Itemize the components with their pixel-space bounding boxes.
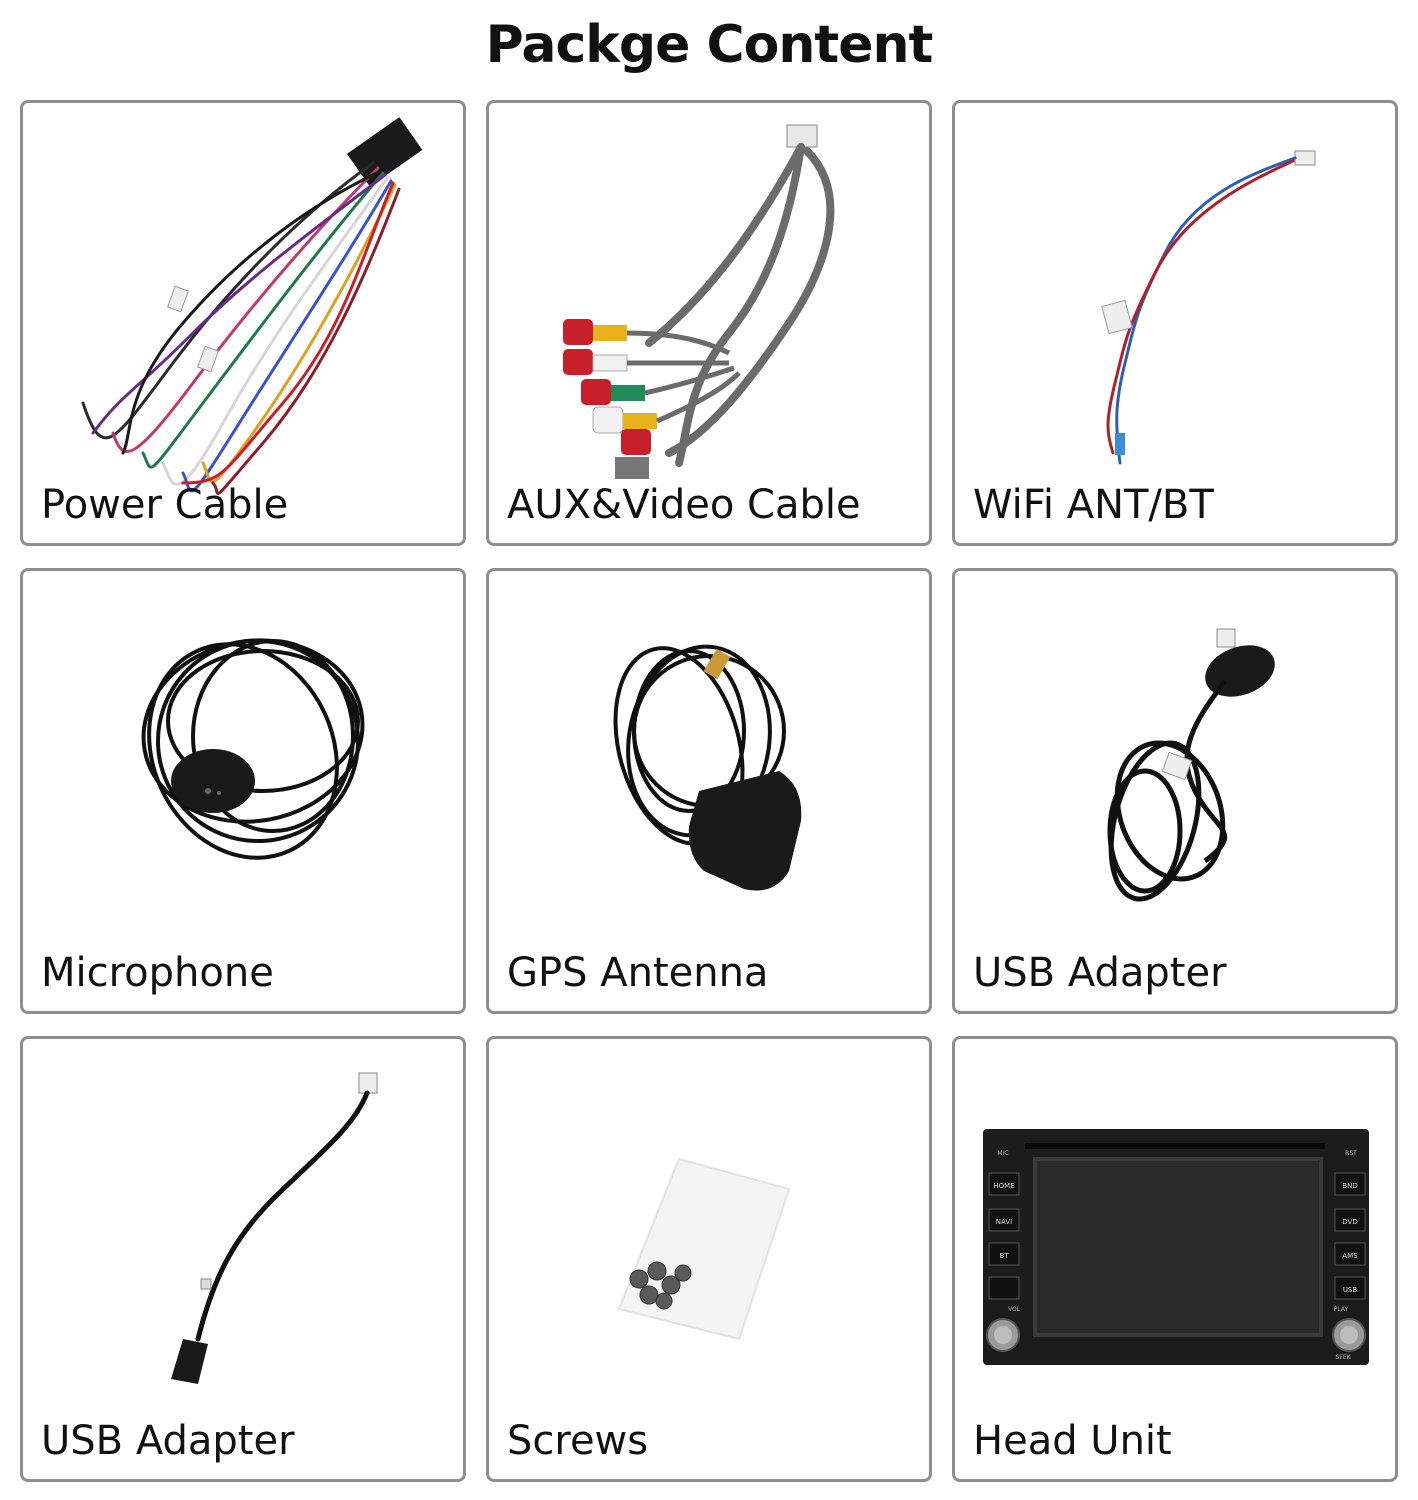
item-card-head-unit: HOME NAVI BT BND DVD AMS USB MIC RST VOL… bbox=[952, 1036, 1398, 1482]
item-label: AUX&Video Cable bbox=[507, 482, 861, 528]
head-unit-button-bt: BT bbox=[999, 1252, 1009, 1260]
head-unit-label-mic: MIC bbox=[997, 1150, 1008, 1157]
aux-video-rca-cable-icon bbox=[563, 124, 835, 479]
head-unit-button-ams: AMS bbox=[1342, 1252, 1358, 1260]
head-unit-label-seek: SEEK bbox=[1335, 1354, 1351, 1361]
gps-antenna-icon bbox=[613, 644, 802, 891]
head-unit-label-rst: RST bbox=[1345, 1150, 1357, 1157]
item-card-gps-antenna: GPS Antenna bbox=[486, 568, 932, 1014]
item-label: Screws bbox=[507, 1418, 649, 1464]
item-card-usb-adapter-short: USB Adapter bbox=[20, 1036, 466, 1482]
item-card-screws: Screws bbox=[486, 1036, 932, 1482]
item-card-aux-video-cable: AUX&Video Cable bbox=[486, 100, 932, 546]
usb-adapter-short-cable-icon bbox=[171, 1072, 378, 1384]
item-label: Head Unit bbox=[973, 1418, 1172, 1464]
head-unit-button-usb: USB bbox=[1343, 1286, 1358, 1294]
item-label: WiFi ANT/BT bbox=[973, 482, 1214, 528]
item-label: Microphone bbox=[41, 950, 274, 996]
power-cable-harness-icon bbox=[81, 117, 423, 495]
microphone-icon bbox=[141, 638, 365, 860]
wifi-bt-antenna-cable-icon bbox=[1101, 150, 1316, 465]
item-card-wifi-bt: WiFi ANT/BT bbox=[952, 100, 1398, 546]
item-card-power-cable: Power Cable bbox=[20, 100, 466, 546]
item-card-microphone: Microphone bbox=[20, 568, 466, 1014]
screws-bag-icon bbox=[617, 1157, 791, 1341]
head-unit-button-bnd: BND bbox=[1342, 1182, 1357, 1190]
package-content-grid: Power Cable bbox=[20, 100, 1398, 1482]
item-card-usb-adapter-long: USB Adapter bbox=[952, 568, 1398, 1014]
usb-adapter-cable-icon bbox=[1107, 628, 1275, 902]
head-unit-button-navi: NAVI bbox=[996, 1218, 1012, 1226]
head-unit-button-home: HOME bbox=[993, 1182, 1014, 1190]
item-label: USB Adapter bbox=[973, 950, 1227, 996]
item-label: GPS Antenna bbox=[507, 950, 769, 996]
head-unit-button-dvd: DVD bbox=[1342, 1218, 1357, 1226]
page-title: Packge Content bbox=[485, 15, 934, 75]
head-unit-label-play: PLAY bbox=[1334, 1306, 1349, 1313]
item-label: USB Adapter bbox=[41, 1418, 295, 1464]
item-label: Power Cable bbox=[41, 482, 289, 528]
head-unit-label-vol: VOL bbox=[1008, 1306, 1021, 1313]
head-unit-icon: HOME NAVI BT BND DVD AMS USB MIC RST VOL… bbox=[983, 1129, 1369, 1365]
